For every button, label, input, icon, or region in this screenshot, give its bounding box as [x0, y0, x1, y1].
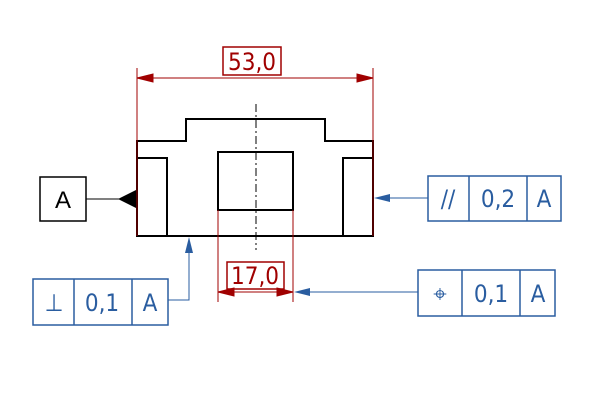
parallelism-datum: A [537, 185, 552, 213]
parallelism-frame [374, 175, 562, 222]
left-slot [137, 157, 168, 236]
perpendicularity-tolerance: 0,1 [85, 289, 119, 317]
part-profile [136, 118, 374, 237]
perpendicularity-symbol: ⊥ [45, 289, 64, 317]
perpendicularity-frame [32, 237, 193, 326]
parallelism-tolerance: 0,2 [481, 185, 515, 213]
right-slot [342, 157, 373, 236]
hole-arrowhead-left [217, 287, 235, 297]
parallelism-frame-box [427, 175, 562, 222]
position-symbol: ⌖ [433, 280, 447, 308]
perpendicularity-frame-box [32, 278, 169, 326]
position-tolerance: 0,1 [474, 280, 508, 308]
position-datum: A [531, 280, 546, 308]
position-frame-box [417, 269, 556, 317]
datum-label: A [55, 187, 71, 214]
position-arrowhead [294, 288, 310, 296]
datum-feature [39, 176, 136, 222]
hole-arrowhead-right [276, 287, 294, 297]
arrowhead-right [356, 73, 374, 83]
parallelism-arrowhead [374, 194, 390, 202]
datum-triangle [118, 190, 136, 208]
parallelism-symbol: // [441, 185, 456, 213]
perpendicularity-datum: A [143, 289, 158, 317]
hole-width-dimension [217, 210, 294, 302]
part-outline [136, 118, 374, 237]
perpendicularity-leader [168, 252, 190, 301]
hole-width-value: 17,0 [231, 262, 279, 290]
overall-width-dimension [136, 46, 374, 236]
position-frame [294, 269, 556, 317]
arrowhead-left [136, 73, 154, 83]
perpendicularity-arrowhead [185, 237, 193, 253]
dimension-text-frame [222, 46, 282, 76]
hole-dimension-text-frame [226, 261, 285, 290]
overall-width-value: 53,0 [228, 48, 276, 76]
